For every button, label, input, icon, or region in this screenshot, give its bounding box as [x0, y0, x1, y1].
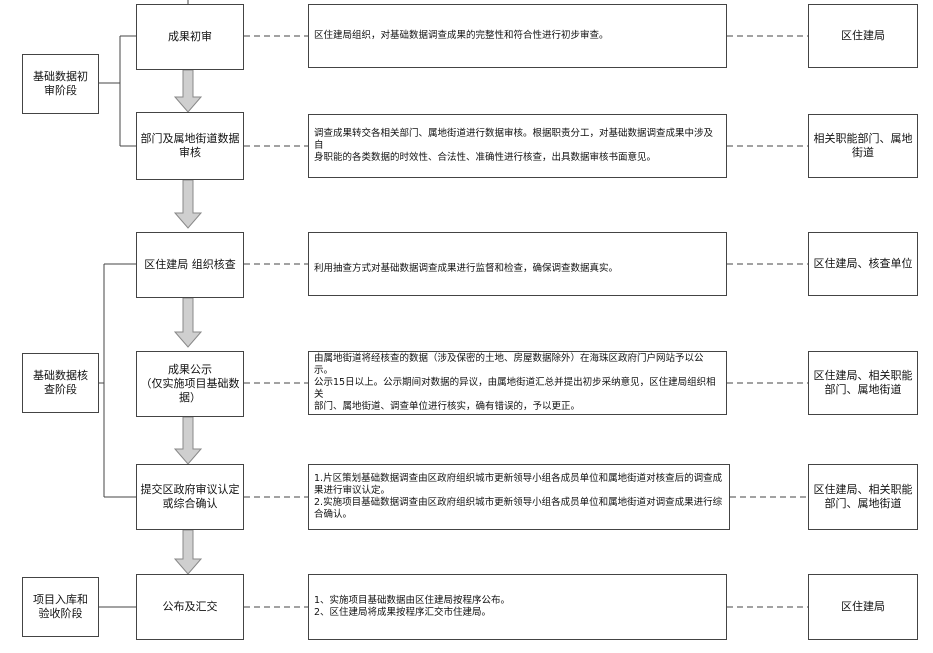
step-description: 1、实施项目基础数据由区住建局按程序公布。 2、区住建局将成果按程序汇交市住建局…: [308, 574, 727, 640]
step-box-organized-check: 区住建局 组织核查: [136, 232, 244, 298]
stage-label: 基础数据核 查阶段: [33, 369, 88, 396]
step-box-public-notice: 成果公示 （仅实施项目基础数据）: [136, 351, 244, 417]
arrow-down-2: [173, 179, 203, 229]
step-label: 公布及汇交: [162, 600, 218, 613]
step-description: 1.片区策划基础数据调查由区政府组织城市更新领导小组各成员单位和属地街道对核查后…: [308, 464, 730, 530]
stage-label: 基础数据初 审阶段: [33, 70, 88, 97]
step-label: 成果公示 （仅实施项目基础数据）: [140, 363, 240, 404]
responsible-label: 区住建局、核查单位: [813, 257, 913, 270]
step-box-government-approval: 提交区政府审议认定 或综合确认: [136, 464, 244, 530]
step-description-text: 由属地街道将经核查的数据（涉及保密的土地、房屋数据除外）在海珠区政府门户网站予以…: [314, 353, 716, 412]
responsible-label: 区住建局、相关职能 部门、属地街道: [813, 483, 913, 510]
arrow-down-4: [173, 416, 203, 465]
step-description-text: 1.片区策划基础数据调查由区政府组织城市更新领导小组各成员单位和属地街道对核查后…: [314, 473, 723, 520]
responsible-box: 相关职能部门、属地 街道: [808, 114, 918, 178]
arrow-down-5: [173, 529, 203, 575]
step-label: 部门及属地街道数据 审核: [140, 132, 240, 159]
responsible-label: 区住建局: [841, 29, 885, 42]
responsible-label: 区住建局、相关职能 部门、属地街道: [813, 369, 913, 396]
stage-box-preliminary-review: 基础数据初 审阶段: [22, 54, 99, 114]
responsible-box: 区住建局、相关职能 部门、属地街道: [808, 464, 918, 530]
step-description-text: 区住建局组织，对基础数据调查成果的完整性和符合性进行初步审查。: [314, 30, 609, 41]
step-description-text: 利用抽查方式对基础数据调查成果进行监督和检查，确保调查数据真实。: [314, 263, 619, 274]
arrow-down-3: [173, 297, 203, 348]
step-label: 提交区政府审议认定 或综合确认: [140, 483, 240, 510]
responsible-box: 区住建局、相关职能 部门、属地街道: [808, 351, 918, 415]
step-box-department-review: 部门及属地街道数据 审核: [136, 112, 244, 180]
stage-box-verification: 基础数据核 查阶段: [22, 353, 99, 413]
step-description: 调查成果转交各相关部门、属地街道进行数据审核。根据职责分工，对基础数据调查成果中…: [308, 114, 727, 178]
stage-box-acceptance: 项目入库和 验收阶段: [22, 577, 99, 637]
responsible-box: 区住建局、核查单位: [808, 232, 918, 296]
step-description-text: 1、实施项目基础数据由区住建局按程序公布。 2、区住建局将成果按程序汇交市住建局…: [314, 595, 511, 618]
step-description: 利用抽查方式对基础数据调查成果进行监督和检查，确保调查数据真实。: [308, 232, 727, 296]
responsible-label: 区住建局: [841, 600, 885, 613]
step-description-text: 调查成果转交各相关部门、属地街道进行数据审核。根据职责分工，对基础数据调查成果中…: [314, 128, 714, 163]
step-label: 区住建局 组织核查: [144, 258, 236, 271]
arrow-down-1: [173, 69, 203, 113]
step-box-preliminary-review: 成果初审: [136, 4, 244, 70]
responsible-label: 相关职能部门、属地 街道: [813, 132, 913, 159]
responsible-box: 区住建局: [808, 4, 918, 68]
stage-label: 项目入库和 验收阶段: [33, 593, 88, 620]
step-label: 成果初审: [168, 30, 212, 43]
step-description: 由属地街道将经核查的数据（涉及保密的土地、房屋数据除外）在海珠区政府门户网站予以…: [308, 351, 727, 415]
step-box-publish-submit: 公布及汇交: [136, 574, 244, 640]
responsible-box: 区住建局: [808, 574, 918, 640]
step-description: 区住建局组织，对基础数据调查成果的完整性和符合性进行初步审查。: [308, 4, 727, 68]
